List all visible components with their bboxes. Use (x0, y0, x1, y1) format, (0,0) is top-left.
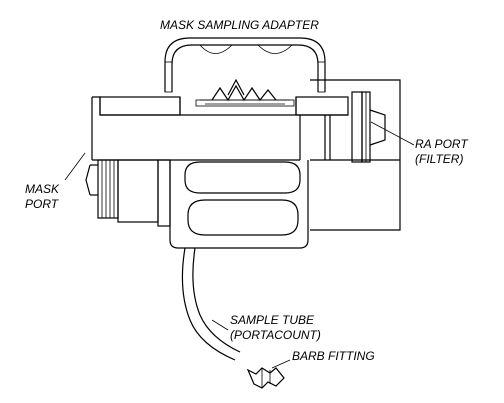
leader-lines (64, 121, 415, 369)
valve-element (195, 78, 295, 107)
label-mask-port-line2: PORT (25, 197, 59, 211)
label-ra-port: RA PORT (415, 137, 468, 151)
label-barb-fitting: BARB FITTING (292, 349, 375, 363)
label-mask-port: MASK (25, 182, 60, 196)
label-sample-tube-portacount: (PORTACOUNT) (230, 328, 321, 342)
barb-fitting (246, 367, 285, 389)
mask-port-leader (64, 152, 86, 181)
mask-port-threads (85, 159, 171, 227)
ra-port-leader (370, 121, 415, 146)
ra-port-housing (310, 79, 401, 231)
label-sample-tube: SAMPLE TUBE (230, 313, 315, 327)
sampling-adapter-cap (164, 37, 326, 93)
sample-tube (181, 247, 241, 361)
sample-tube-leader (211, 319, 229, 331)
barb-fitting-leader (271, 359, 291, 369)
label-ra-port-filter: (FILTER) (415, 152, 464, 166)
adapter-body (91, 97, 309, 249)
label-mask-sampling-adapter: MASK SAMPLING ADAPTER (160, 18, 319, 32)
body-upper-wall (92, 96, 349, 116)
